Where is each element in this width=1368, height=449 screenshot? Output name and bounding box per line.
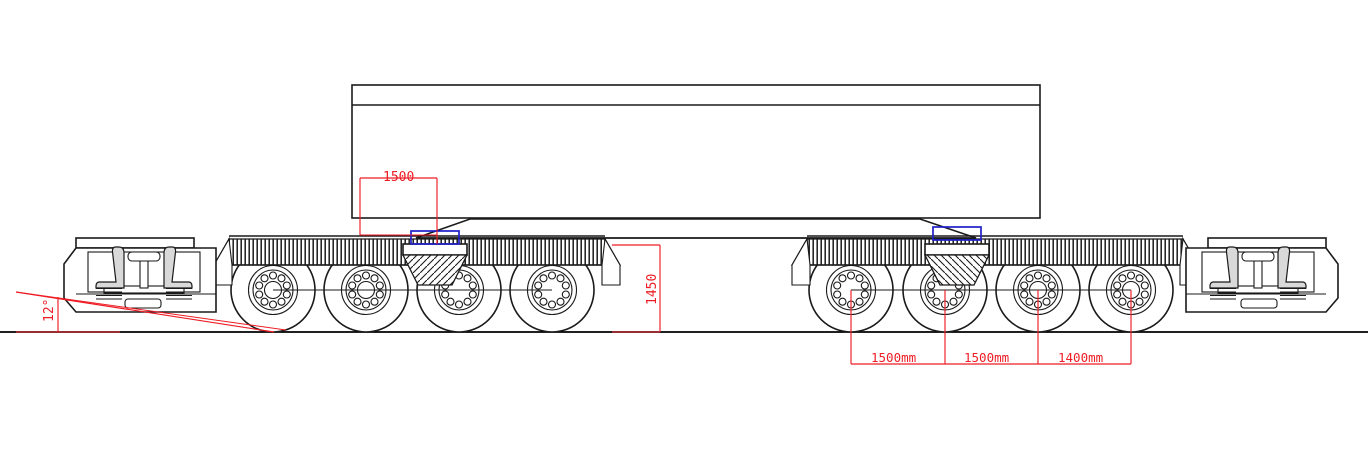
axle-spacing-dimensions: 1500mm 1500mm 1400mm	[850, 290, 1132, 365]
axle-span-label-1: 1500mm	[871, 350, 916, 365]
right-kingpin-block	[932, 226, 982, 241]
deck-height-label: 1450	[645, 274, 660, 305]
right-module-wheels	[808, 247, 1173, 333]
ramp-incline-line	[15, 291, 275, 333]
axle-span-label-3: 1400mm	[1058, 350, 1103, 365]
cargo-height-dimension: 1500	[359, 170, 438, 244]
left-kingpin-block	[410, 230, 460, 245]
left-operator-cab	[64, 238, 216, 312]
left-transporter-module	[64, 230, 622, 333]
deck-height-dimension: 1450	[612, 244, 661, 333]
trailer-main-beam	[415, 218, 977, 239]
cargo-height-label: 1500	[383, 170, 414, 185]
box-girder-cargo	[351, 84, 1041, 219]
right-operator-cab	[1186, 238, 1338, 312]
right-bolster-pedestal	[923, 226, 991, 286]
left-module-wheels	[231, 247, 595, 333]
right-transporter-module	[790, 226, 1338, 333]
axle-span-label-2: 1500mm	[964, 350, 1009, 365]
left-bolster-pedestal	[401, 230, 469, 286]
ramp-angle-annotation: 12°	[15, 291, 287, 333]
ramp-angle-label: 12°	[42, 299, 57, 322]
